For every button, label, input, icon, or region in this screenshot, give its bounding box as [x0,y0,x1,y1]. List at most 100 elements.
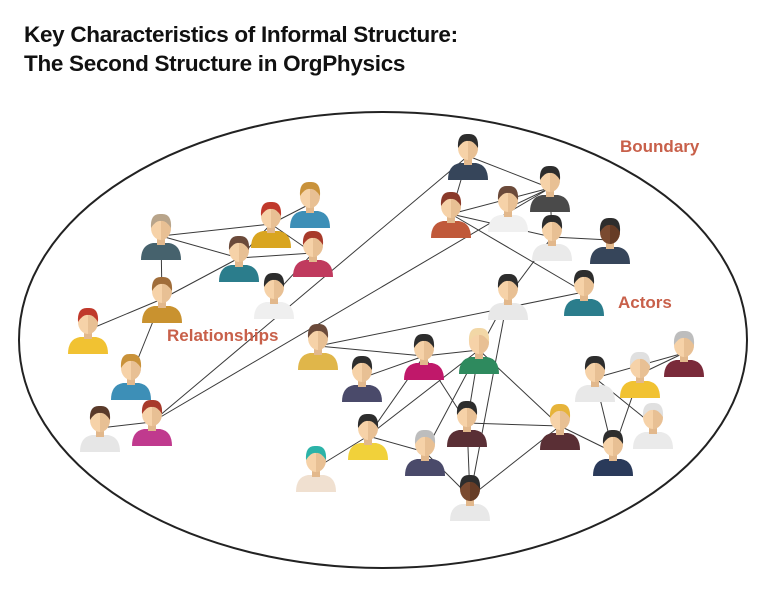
actor-avatar [404,333,444,380]
avatar-neck [306,205,314,213]
avatar-neck [267,225,275,233]
actor-avatar [459,327,499,374]
avatar-shirt [251,231,291,248]
avatar-shirt [575,385,615,402]
actor-avatar [293,230,333,277]
avatar-neck [235,259,243,267]
actor-avatar [251,201,291,248]
actor-avatar [450,474,490,521]
relationships-label: Relationships [167,326,278,345]
relationship-line [467,155,551,189]
avatar-neck [157,237,165,245]
avatar-neck [463,424,471,432]
boundary-label: Boundary [620,137,700,156]
actor-avatar [348,413,388,460]
actor-avatar [80,405,120,452]
avatar-neck [636,375,644,383]
avatar-hair [673,330,695,345]
avatar-shirt [290,211,330,228]
actor-avatar [488,273,528,320]
title-line-2: The Second Structure in OrgPhysics [24,51,406,76]
actor-avatar [540,403,580,450]
avatar-shirt [405,459,445,476]
avatar-neck [466,498,474,506]
actor-avatar [405,429,445,476]
relationship-line [361,355,425,379]
avatar-shirt [219,265,259,282]
avatar-hair [599,217,621,232]
relationship-line [99,421,153,429]
boundary-ellipse [18,111,748,569]
avatar-hair [629,351,651,366]
relationship-line [151,155,469,423]
relationship-line [160,235,240,259]
actor-avatar [296,445,336,492]
avatar-shirt [664,360,704,377]
avatar-hair [602,429,624,444]
actor-avatar [564,269,604,316]
relationship-line [466,422,561,427]
avatar-hair [456,400,478,415]
avatar-shirt [488,215,528,232]
avatar-shirt [633,432,673,449]
title-line-1: Key Characteristics of Informal Structur… [24,22,458,47]
actor-avatar [488,185,528,232]
avatar-hair [228,235,250,250]
avatar-neck [312,469,320,477]
avatar-hair [414,429,436,444]
avatar-hair [459,474,481,489]
avatar-neck [447,215,455,223]
avatar-shirt [132,429,172,446]
actor-avatar [111,353,151,400]
actors-label: Actors [618,293,672,312]
avatar-neck [364,437,372,445]
avatar-shirt [488,303,528,320]
avatar-neck [548,238,556,246]
avatar-hair [89,405,111,420]
actor-avatar [633,402,673,449]
avatar-neck [606,241,614,249]
actor-avatar [68,307,108,354]
actor-avatar [620,351,660,398]
relationship-line [151,187,551,423]
relationship-line [450,213,585,293]
avatar-neck [84,331,92,339]
page-title: Key Characteristics of Informal Structur… [24,20,458,78]
avatar-shirt [348,443,388,460]
avatar-hair [351,355,373,370]
relationship-line [423,349,480,357]
avatar-shirt [593,459,633,476]
avatar-neck [464,157,472,165]
avatar-shirt [530,195,570,212]
avatar-hair [151,276,173,291]
actor-avatar [590,217,630,264]
relationship-line [161,257,240,300]
actor-avatar [342,355,382,402]
avatar-shirt [540,433,580,450]
relationship-line [367,435,426,453]
avatar-neck [421,453,429,461]
relationship-line [317,291,585,347]
avatar-hair [150,213,172,228]
avatar-shirt [111,383,151,400]
avatar-hair [541,214,563,229]
actor-avatar [664,330,704,377]
avatar-shirt [141,243,181,260]
avatar-neck [546,189,554,197]
avatar-shirt [564,299,604,316]
avatar-hair [497,185,519,200]
actor-avatar [431,191,471,238]
avatar-neck [158,300,166,308]
avatar-neck [504,297,512,305]
avatar-shirt [404,363,444,380]
avatar-hair [440,191,462,206]
avatar-neck [475,351,483,359]
avatar-hair [642,402,664,417]
relationship-line [238,252,314,259]
actor-avatar [532,214,572,261]
relationship-line [317,345,425,357]
avatar-hair [263,272,285,287]
avatar-hair [302,230,324,245]
avatar-hair [549,403,571,418]
avatar-shirt [450,504,490,521]
